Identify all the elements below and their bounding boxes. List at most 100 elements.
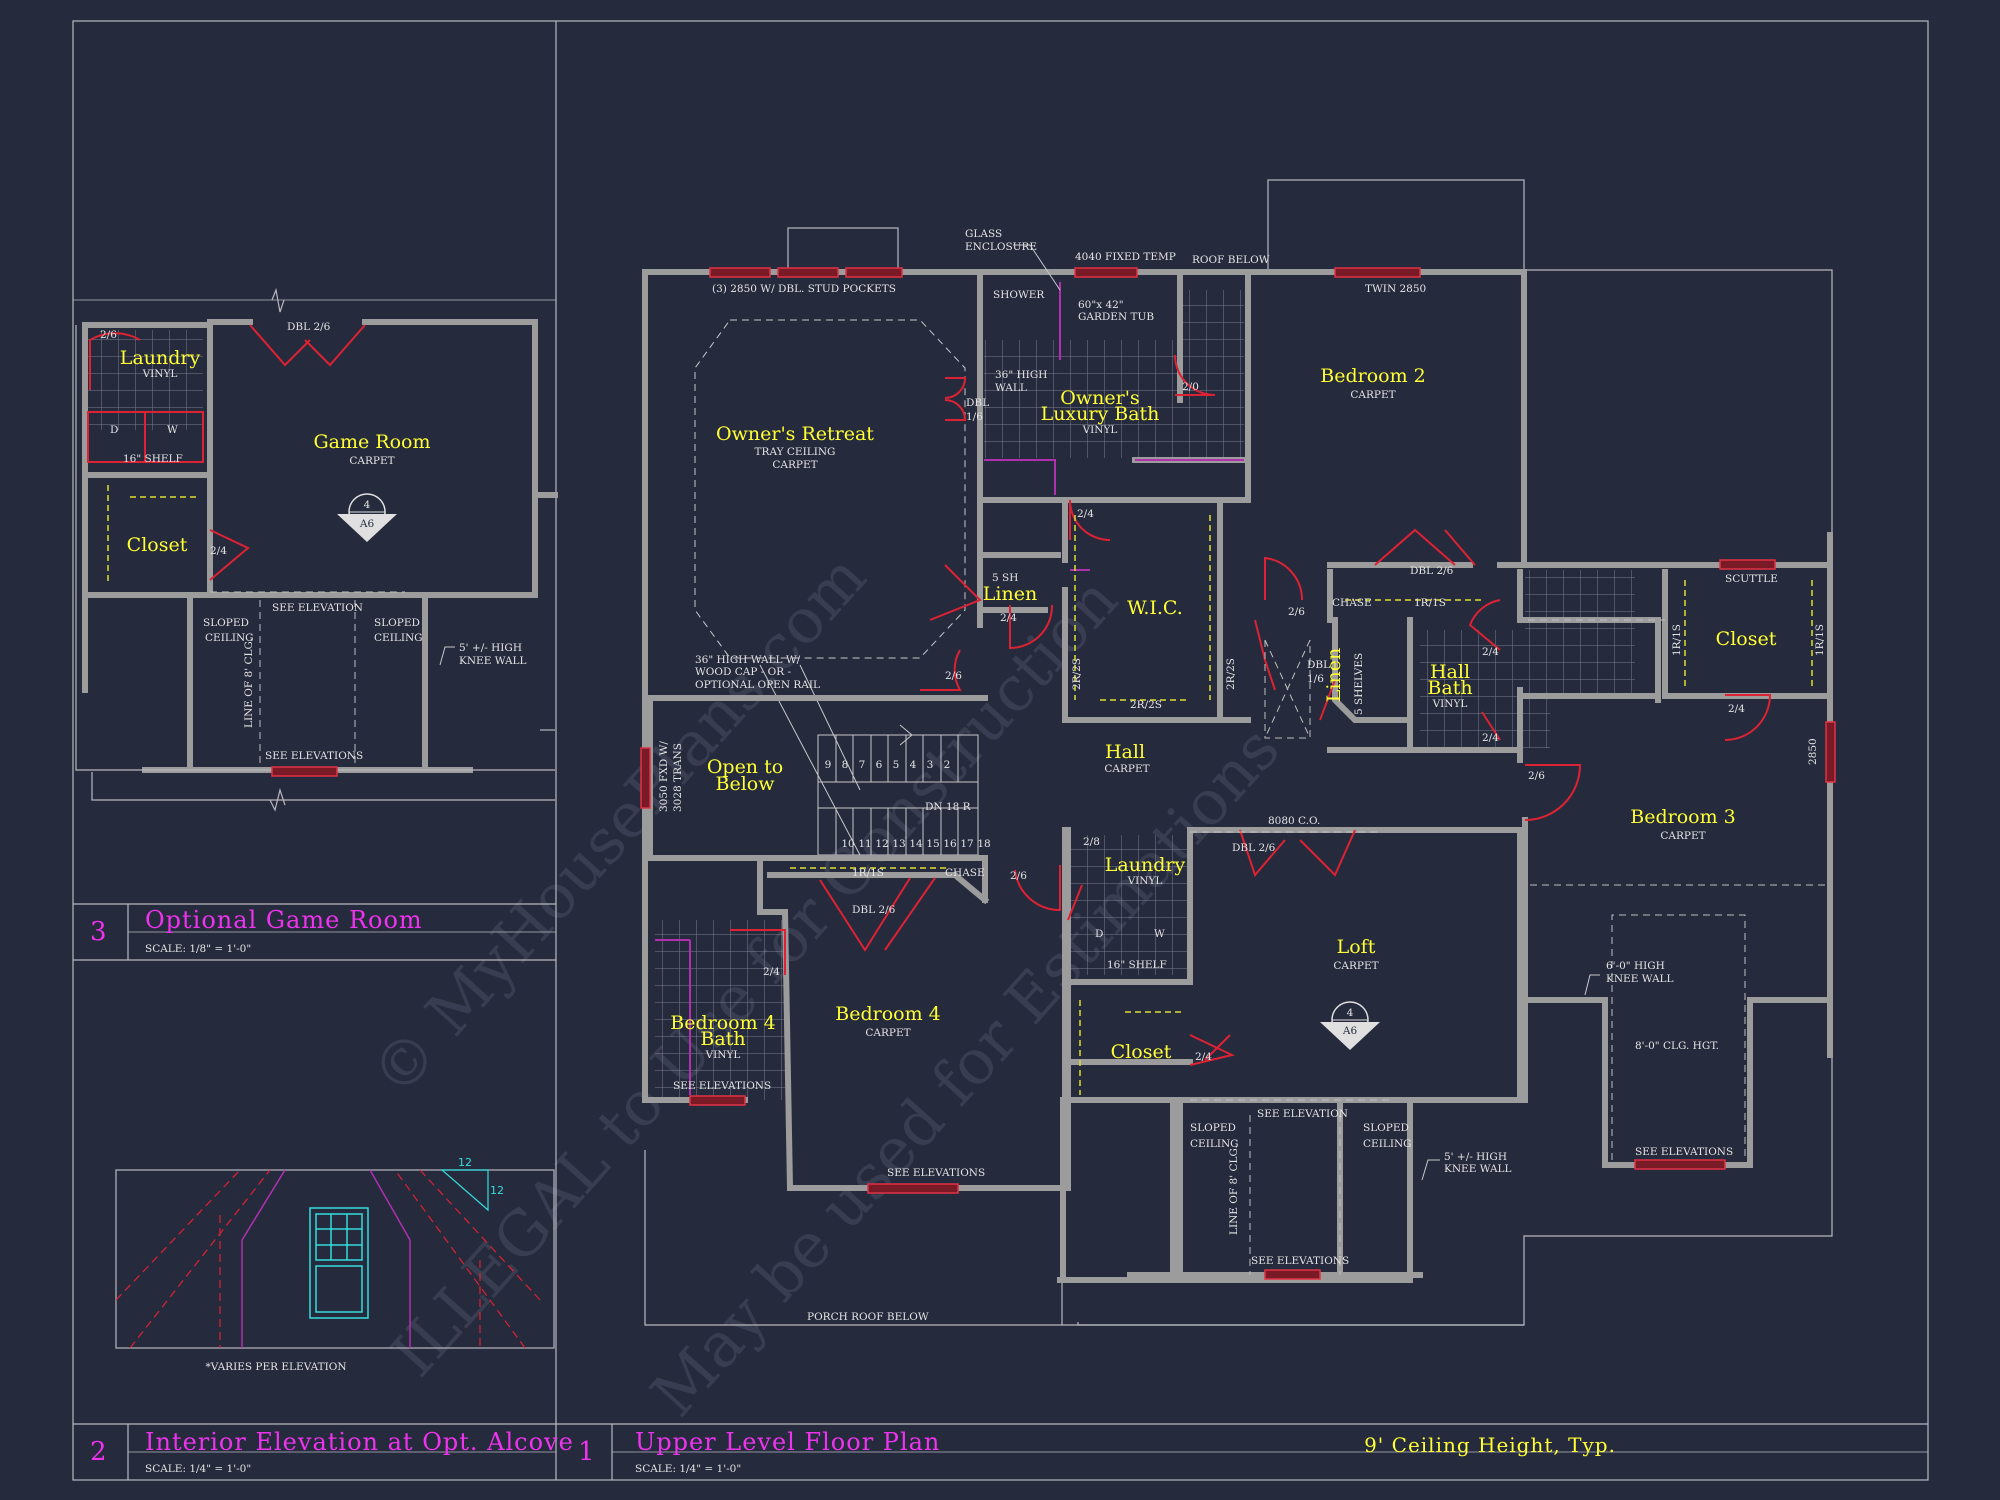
game-room-plan: Laundry VINYL Game Room CARPET Closet 2/… bbox=[75, 287, 558, 812]
room-laundry-opt: Laundry bbox=[120, 347, 201, 369]
note: 5 SHELVES bbox=[1353, 653, 1365, 715]
note: 2R/2S bbox=[1225, 658, 1237, 690]
note: CHASE bbox=[1332, 597, 1372, 609]
tray-ceiling-outline bbox=[694, 319, 966, 659]
note: 2/4 bbox=[1077, 508, 1094, 520]
note: 3050 FXD W/ bbox=[658, 741, 670, 812]
stair-number: 2 bbox=[944, 759, 951, 771]
pitch-rise: 12 bbox=[490, 1184, 504, 1197]
title-scale: SCALE: 1/8" = 1'-0" bbox=[145, 943, 251, 955]
section-marker-opt: 4 A6 bbox=[337, 493, 397, 542]
room-hall-bath-2: Bath bbox=[1427, 677, 1472, 699]
note: SCUTTLE bbox=[1725, 573, 1778, 585]
stair-number: 7 bbox=[859, 759, 866, 771]
note: SEE ELEVATION bbox=[1257, 1108, 1348, 1120]
note: 5' +/- HIGH bbox=[1444, 1151, 1507, 1163]
stair-number: 15 bbox=[926, 838, 939, 850]
elevation-note: *VARIES PER ELEVATION bbox=[205, 1361, 346, 1373]
room-note: TRAY CEILING bbox=[755, 446, 836, 458]
game-room-labels: Laundry VINYL Game Room CARPET Closet bbox=[120, 347, 431, 556]
interior-elevation: 12 12 *VARIES PER ELEVATION bbox=[115, 1156, 555, 1373]
note: 60"x 42" bbox=[1078, 299, 1124, 311]
note: DBL 2/6 bbox=[287, 321, 331, 333]
stairs bbox=[759, 664, 979, 856]
note: 2/6 bbox=[1528, 770, 1545, 782]
section-marker-number: 4 bbox=[364, 499, 371, 511]
note: SEE ELEVATIONS bbox=[1251, 1255, 1349, 1267]
note: CEILING bbox=[1190, 1138, 1239, 1150]
room-note: CARPET bbox=[772, 459, 817, 471]
title-number-2: 2 bbox=[90, 1437, 107, 1467]
note: OPTIONAL OPEN RAIL bbox=[695, 679, 820, 691]
note: 16" SHELF bbox=[123, 453, 183, 465]
note: 3028 TRANS bbox=[672, 743, 684, 812]
stair-number: 4 bbox=[910, 759, 917, 771]
note: CHASE bbox=[945, 867, 985, 879]
room-note: CARPET bbox=[1333, 960, 1378, 972]
room-closet: Closet bbox=[1716, 628, 1777, 650]
room-note: VINYL bbox=[705, 1049, 741, 1061]
section-marker-sheet: A6 bbox=[1342, 1025, 1358, 1037]
stair-number: 8 bbox=[842, 759, 849, 771]
note: 2850 bbox=[1807, 738, 1819, 765]
note: 2/4 bbox=[210, 545, 227, 557]
ceiling-height-note: 9' Ceiling Height, Typ. bbox=[1364, 1433, 1616, 1457]
note: SLOPED bbox=[374, 617, 420, 629]
stair-number: 9 bbox=[825, 759, 832, 771]
note: GLASS bbox=[965, 228, 1002, 240]
bath-fixtures bbox=[655, 282, 1244, 1095]
upper-level-plan: Owner's Retreat TRAY CEILING CARPET Owne… bbox=[640, 179, 1836, 1326]
note: 5' +/- HIGH bbox=[459, 642, 522, 654]
title-upper-level-floor-plan: Upper Level Floor Plan bbox=[635, 1428, 940, 1456]
room-laundry: Laundry bbox=[1105, 854, 1186, 876]
note: 2R/2S bbox=[1130, 699, 1162, 711]
title-blocks: 3 Optional Game Room SCALE: 1/8" = 1'-0"… bbox=[90, 906, 1616, 1475]
note: 2/4 bbox=[1728, 703, 1745, 715]
note: SEE ELEVATIONS bbox=[673, 1080, 771, 1092]
room-note: CARPET bbox=[865, 1027, 910, 1039]
note: PORCH ROOF BELOW bbox=[807, 1311, 929, 1323]
room-owners-bath-2: Luxury Bath bbox=[1041, 403, 1160, 425]
roof-outlines bbox=[644, 179, 1833, 1326]
note: LINE OF 8' CLG. bbox=[243, 638, 255, 728]
stair-number: 17 bbox=[960, 838, 973, 850]
annotations: (3) 2850 W/ DBL. STUD POCKETS GLASS ENCL… bbox=[658, 228, 1826, 1323]
title-number-1: 1 bbox=[578, 1437, 595, 1467]
pitch-run: 12 bbox=[458, 1156, 472, 1169]
note: 2/6 bbox=[945, 670, 962, 682]
room-labels: Owner's Retreat TRAY CEILING CARPET Owne… bbox=[670, 365, 1776, 1063]
note: DBL 2/6 bbox=[1232, 842, 1276, 854]
note: 2/6 bbox=[100, 329, 117, 341]
note: WOOD CAP - OR - bbox=[695, 666, 792, 678]
note: W bbox=[1154, 928, 1165, 940]
note: 2/6 bbox=[1010, 870, 1027, 882]
stair-number: 13 bbox=[892, 838, 905, 850]
note: SLOPED bbox=[1190, 1122, 1236, 1134]
note: 2/4 bbox=[763, 966, 780, 978]
watermark: © MyHousePlans.com ILLEGAL to Use for Co… bbox=[357, 540, 1294, 1430]
room-open-to-below: Open to bbox=[707, 756, 783, 778]
note: 1R/1S bbox=[1814, 624, 1826, 656]
room-note: CARPET bbox=[1104, 763, 1149, 775]
note: 1/6 bbox=[966, 411, 983, 423]
title-scale: SCALE: 1/4" = 1'-0" bbox=[145, 1463, 251, 1475]
room-open-to-below-2: Below bbox=[716, 773, 776, 795]
room-note: VINYL bbox=[1127, 875, 1163, 887]
note: 2/4 bbox=[1000, 612, 1017, 624]
stair-number: 6 bbox=[876, 759, 883, 771]
note: 8'-0" CLG. HGT. bbox=[1635, 1040, 1719, 1052]
note: 1R/1S bbox=[852, 867, 884, 879]
note: 36" HIGH bbox=[995, 369, 1047, 381]
room-wic: W.I.C. bbox=[1127, 597, 1183, 619]
note: CEILING bbox=[205, 632, 254, 644]
stair-number: 14 bbox=[909, 838, 923, 850]
note: 8080 C.O. bbox=[1268, 815, 1320, 827]
note: DBL bbox=[966, 397, 989, 409]
stair-number: 5 bbox=[893, 759, 900, 771]
note: DBL 2/6 bbox=[1410, 565, 1454, 577]
room-note: VINYL bbox=[1432, 698, 1468, 710]
room-note: VINYL bbox=[1082, 424, 1118, 436]
note: 2/4 bbox=[1195, 1051, 1212, 1063]
note: WALL bbox=[995, 382, 1027, 394]
